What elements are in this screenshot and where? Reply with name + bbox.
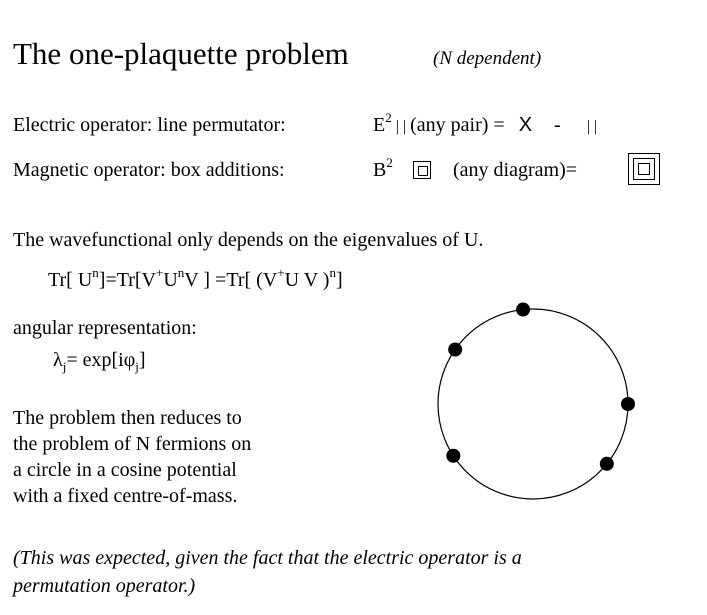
para-line-3: a circle in a cosine potential: [13, 459, 237, 481]
trace-formula: Tr[ Un]=Tr[V+UnV ] =Tr[ (V+U V )n]: [48, 265, 343, 291]
single-box-icon: [413, 161, 431, 179]
magnetic-formula: B2: [373, 155, 393, 181]
fermion-dot: [448, 342, 463, 357]
magnetic-rhs: (any diagram)=: [453, 159, 578, 181]
electric-formula: E2| |(any pair) =X-| |: [373, 110, 598, 136]
angular-label: angular representation:: [13, 317, 197, 339]
magnetic-label: Magnetic operator: box additions:: [13, 159, 285, 181]
fermion-dot: [599, 456, 614, 471]
electric-label: Electric operator: line permutator:: [13, 114, 286, 136]
fermion-dot: [516, 302, 531, 317]
para-line-1: The problem then reduces to: [13, 407, 242, 429]
slide-title: The one-plaquette problem: [13, 36, 349, 71]
note-line-2: permutation operator.): [13, 575, 196, 597]
nested-box-icon: [628, 153, 660, 185]
wavefunctional-text: The wavefunctional only depends on the e…: [13, 229, 484, 251]
para-line-4: with a fixed centre-of-mass.: [13, 485, 238, 507]
lambda-formula: λj= exp[iφj]: [53, 349, 146, 374]
circle: [437, 308, 629, 500]
note-line-1: (This was expected, given the fact that …: [13, 547, 522, 569]
para-line-2: the problem of N fermions on: [13, 433, 252, 455]
slide-subtitle: (N dependent): [433, 48, 542, 69]
fermion-dot: [621, 397, 635, 411]
fermion-dot: [446, 448, 461, 463]
